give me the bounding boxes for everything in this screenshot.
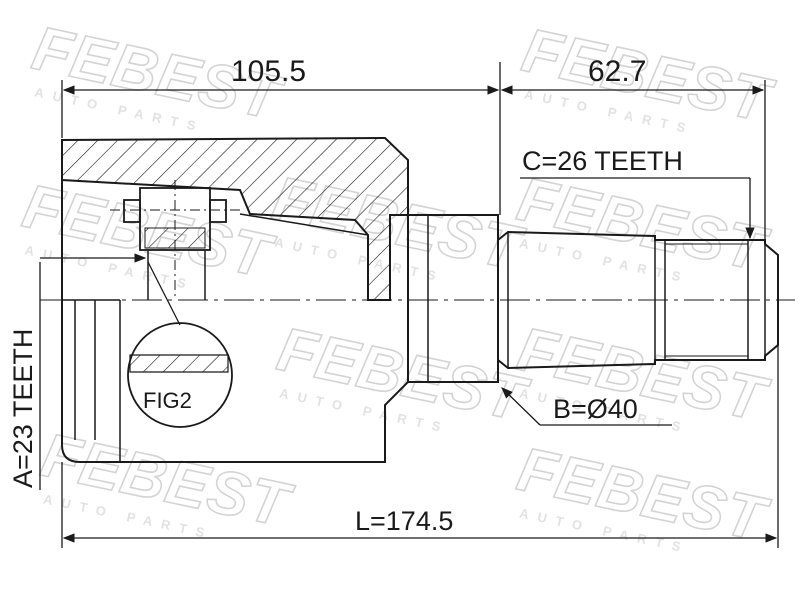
bearing-clip-left (123, 199, 141, 223)
dim-diameter: B=Ø40 (501, 387, 672, 426)
leader-arrow (501, 387, 541, 426)
fig2-leader (147, 261, 181, 326)
inner-length-value: 105.5 (231, 55, 306, 88)
housing-section-hatch (61, 136, 409, 301)
fig2-callout: FIG2 (127, 261, 233, 428)
fig2-label: FIG2 (143, 388, 192, 413)
bearing-clip-right (209, 199, 227, 223)
total-length-value: L=174.5 (355, 506, 453, 536)
dim-inner-length: 105.5 (61, 55, 501, 215)
outer-teeth-label: C=26 TEETH (522, 146, 683, 176)
inner-teeth-label: A=23 TEETH (8, 329, 38, 488)
fig2-hatch (129, 354, 229, 373)
diameter-label: B=Ø40 (553, 394, 638, 424)
dim-shaft-length: 62.7 (500, 55, 766, 240)
housing (61, 136, 499, 463)
dim-outer-teeth: C=26 TEETH (520, 146, 755, 240)
fig2-circle (127, 322, 233, 428)
dim-total-length: L=174.5 (61, 345, 779, 548)
shaft-length-value: 62.7 (588, 55, 646, 88)
dim-inner-teeth: A=23 TEETH (8, 253, 147, 490)
spider-detail (110, 180, 369, 300)
housing-outline (61, 180, 409, 463)
roller-line (239, 213, 369, 236)
